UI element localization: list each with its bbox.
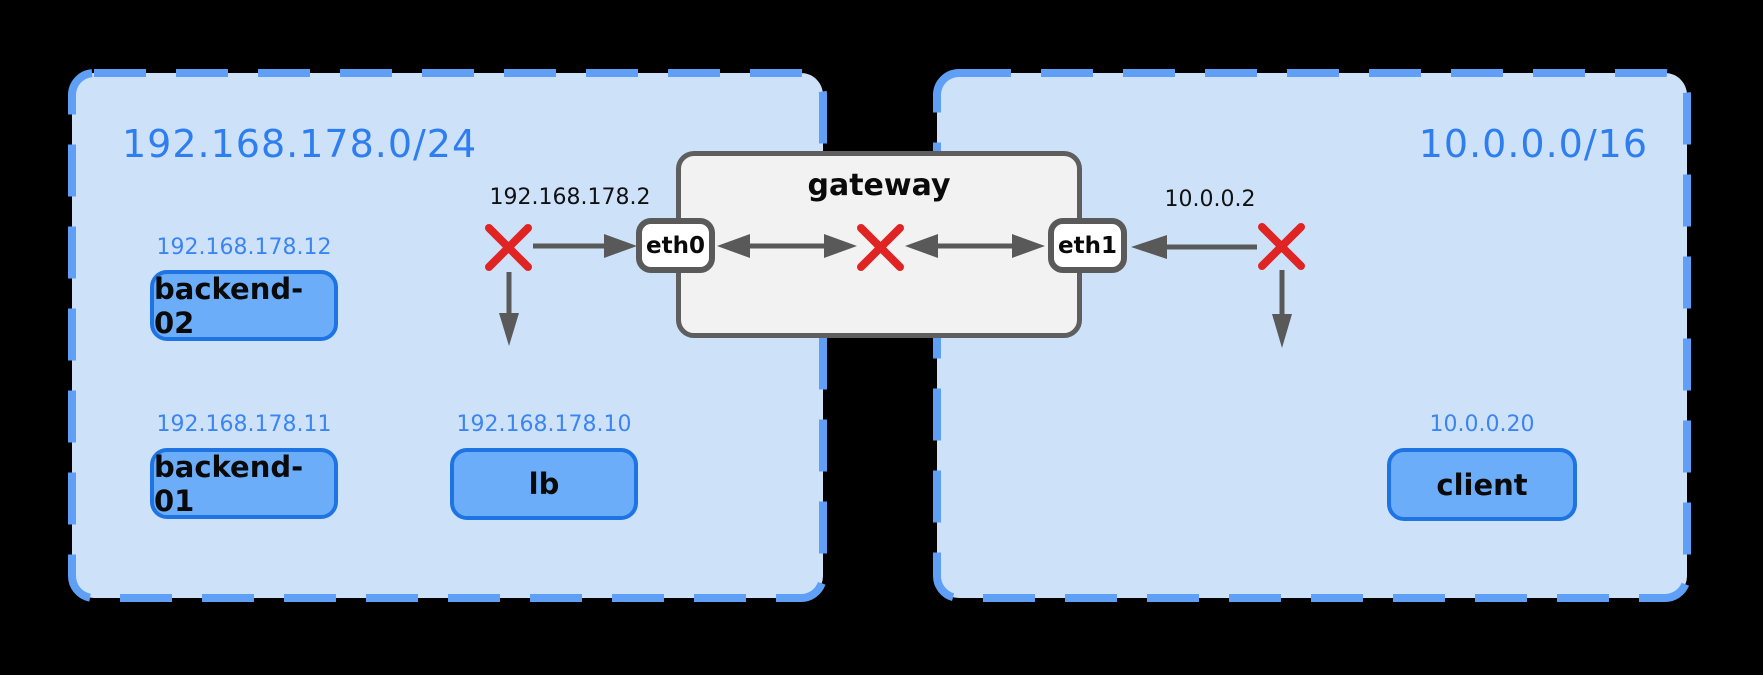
eth1-ip-label: 10.0.0.2 <box>1164 187 1256 212</box>
backend-01-ip: 192.168.178.11 <box>156 412 332 437</box>
subnet-left-cidr: 192.168.178.0/24 <box>122 122 478 166</box>
backend-02-label: backend-02 <box>154 271 304 340</box>
arrow-eth0-centerx-double <box>717 234 857 258</box>
blocked-x-left-icon <box>485 224 532 271</box>
blocked-x-gateway-icon <box>857 224 904 271</box>
eth1-label: eth1 <box>1058 232 1117 259</box>
client-ip: 10.0.0.20 <box>1429 412 1535 437</box>
arrow-leftx-to-eth0 <box>533 234 637 258</box>
iface-eth0: eth0 <box>636 218 715 273</box>
eth0-label: eth0 <box>646 232 705 259</box>
arrow-centerx-eth1-double <box>905 234 1045 258</box>
node-backend-01: backend-01 <box>150 448 338 519</box>
node-client: client <box>1387 448 1577 521</box>
lb-label: lb <box>528 467 560 501</box>
iface-eth1: eth1 <box>1048 218 1127 273</box>
backend-01-label: backend-01 <box>154 449 304 518</box>
arrow-rightx-down <box>1272 270 1292 348</box>
arrow-rightx-to-eth1 <box>1131 235 1257 259</box>
node-lb: lb <box>450 448 638 520</box>
subnet-right-cidr: 10.0.0.0/16 <box>1418 122 1648 166</box>
lb-ip: 192.168.178.10 <box>456 412 632 437</box>
gateway-label: gateway <box>807 168 951 203</box>
eth0-ip-label: 192.168.178.2 <box>489 185 651 210</box>
node-backend-02: backend-02 <box>150 270 338 341</box>
arrow-leftx-down <box>499 272 519 346</box>
client-label: client <box>1436 467 1528 502</box>
backend-02-ip: 192.168.178.12 <box>156 235 332 260</box>
blocked-x-right-icon <box>1258 223 1305 270</box>
